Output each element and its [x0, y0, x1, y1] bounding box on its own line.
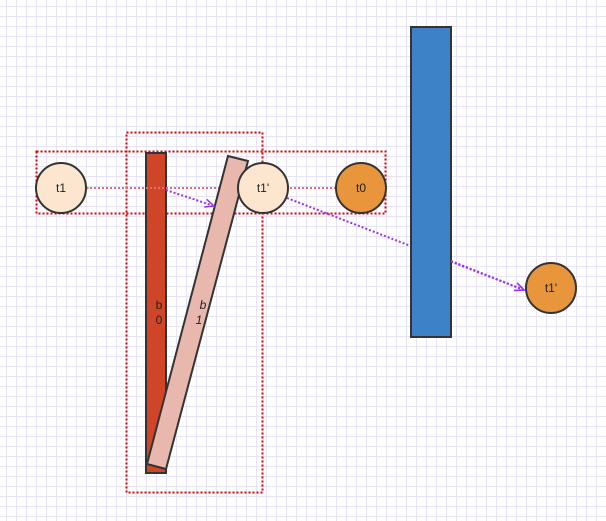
node-t0[interactable]: t0	[335, 162, 387, 214]
selection-box-vertical[interactable]	[125, 131, 264, 494]
node-t1-label: t1	[56, 181, 66, 195]
selection-box-horizontal[interactable]	[35, 150, 387, 215]
bar-b0-label-1: b	[156, 298, 163, 312]
arrow-segment	[450, 260, 526, 292]
blue-bar-overlay	[410, 26, 452, 338]
bar-b1-label-1: b	[200, 298, 207, 312]
bar-b1[interactable]: b 1	[145, 154, 250, 471]
node-t1[interactable]: t1	[35, 162, 87, 214]
bar-b1-label-2: 1	[196, 313, 203, 327]
node-t1-prime-a[interactable]: t1'	[237, 162, 289, 214]
arrow-b0-to-b1[interactable]	[165, 189, 216, 208]
node-t1-prime-b[interactable]: t1'	[525, 262, 577, 314]
bar-b0-label-2: 0	[156, 313, 163, 327]
node-t1-prime-b-label: t1'	[545, 281, 557, 295]
node-t0-label: t0	[356, 181, 366, 195]
bar-b0[interactable]: b 0	[145, 152, 167, 474]
node-t1-prime-a-label: t1'	[257, 181, 269, 195]
